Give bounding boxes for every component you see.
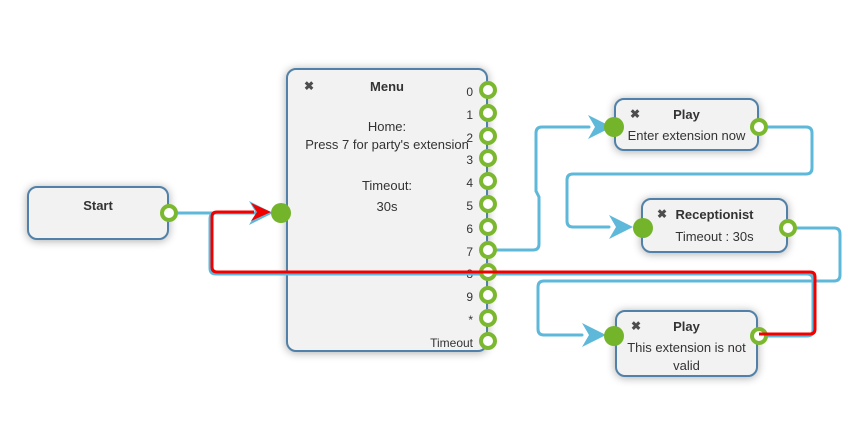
menu-output-label-5: 5 — [466, 199, 473, 213]
menu-timeout-label: Timeout: — [361, 178, 413, 193]
node-title: Menu — [370, 79, 404, 94]
close-icon[interactable]: ✖ — [630, 107, 641, 121]
close-icon[interactable]: ✖ — [304, 79, 315, 93]
menu-output-label-star: * — [468, 313, 473, 327]
node-play-enter-extension[interactable]: ✖ Play Enter extension now — [614, 98, 759, 151]
menu-output-label-0: 0 — [466, 85, 473, 99]
arrowhead — [588, 115, 612, 139]
node-text: Enter extension now — [627, 128, 746, 143]
node-title: Play — [673, 107, 700, 122]
menu-output-label-3: 3 — [466, 153, 473, 167]
node-title: Start — [83, 198, 113, 213]
menu-greeting-text: Press 7 for party's extension — [305, 137, 469, 152]
node-receptionist[interactable]: ✖ Receptionist Timeout : 30s — [641, 198, 788, 253]
arrowhead — [609, 215, 633, 239]
node-text-line1: This extension is not — [627, 340, 746, 355]
arrowhead — [582, 323, 606, 347]
node-title: Receptionist — [675, 207, 754, 222]
node-title: Play — [673, 319, 700, 334]
arrowhead — [251, 203, 271, 221]
arrowhead — [249, 201, 273, 225]
menu-output-label-6: 6 — [466, 222, 473, 236]
connection-menu-7-to-play-enter[interactable] — [489, 115, 612, 252]
node-menu[interactable]: ✖ Menu Home: Press 7 for party's extensi… — [286, 68, 488, 352]
node-text-line2: valid — [673, 358, 700, 373]
menu-output-label-9: 9 — [466, 290, 473, 304]
menu-timeout-value: 30s — [376, 199, 398, 214]
menu-output-label-1: 1 — [466, 108, 473, 122]
menu-output-label-4: 4 — [466, 176, 473, 190]
menu-output-label-2: 2 — [466, 131, 473, 145]
node-text: Timeout : 30s — [675, 229, 754, 244]
menu-output-label-7: 7 — [466, 245, 473, 259]
menu-greeting-label: Home: — [367, 119, 407, 134]
menu-output-label-timeout: Timeout — [430, 336, 473, 350]
node-play-invalid[interactable]: ✖ Play This extension is not valid — [615, 310, 758, 377]
menu-output-label-8: 8 — [466, 267, 473, 281]
node-start[interactable]: Start — [27, 186, 169, 240]
